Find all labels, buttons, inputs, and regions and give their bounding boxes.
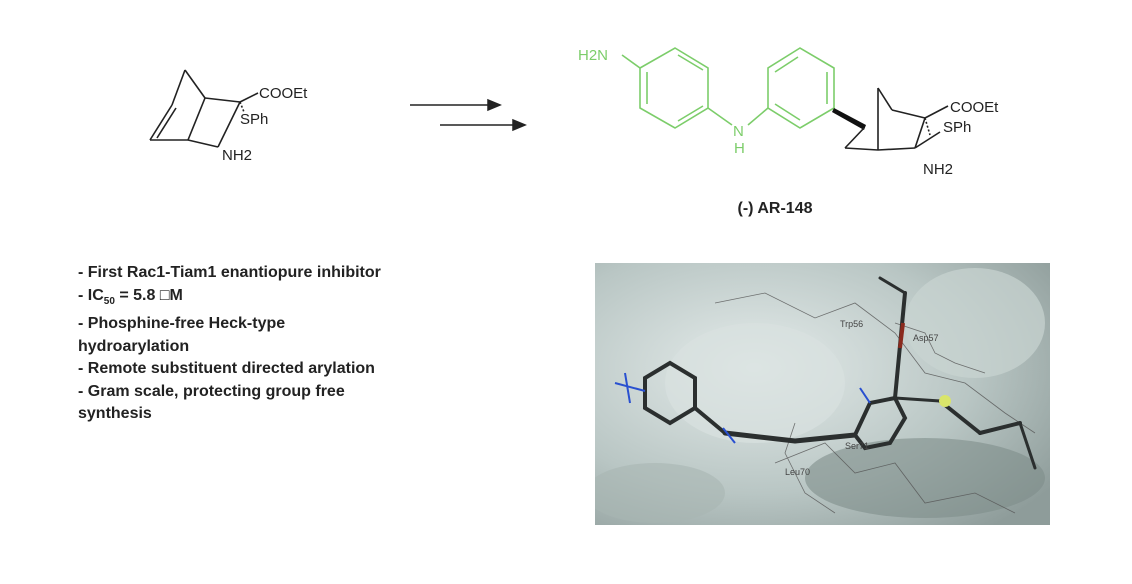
docking-image: Trp56 Asp57 Ser71 Leu70 [595,263,1050,525]
bullet-3b: hydroarylation [78,337,190,355]
bullet-2: - IC50 = 5.8 □M [78,285,498,314]
product-nh2-label: NH2 [923,161,953,178]
residue-label-2: Asp57 [913,333,939,343]
compound-name: (-) AR-148 [737,200,813,217]
sm-sph-label: SPh [240,111,268,128]
residue-label-3: Ser71 [845,441,869,451]
product-cooet-label: COOEt [950,99,999,116]
amine-label: H2N [578,47,608,64]
ic-value: = 5.8 □M [114,286,183,304]
aniline-fragment [621,47,835,129]
starting-material-structure: COOEt SPh NH2 [149,69,527,164]
nh-n-label: N [733,123,744,140]
nh-h-label: H [734,140,745,157]
bullet-5b: synthesis [78,405,152,423]
product-structure: H2N N H COOEt SPh NH2 [578,47,999,178]
bullet-3a: - Phosphine-free Heck-type [78,315,286,333]
sm-nh2-label: NH2 [222,147,252,164]
ic-subscript: 50 [103,295,115,307]
bullet-1: - First Rac1-Tiam1 enantiopure inhibitor [78,264,381,281]
bullet-4: - Remote substituent directed arylation [78,360,375,378]
sm-coooet-label: COOEt [259,85,308,102]
bullet-5a: - Gram scale, protecting group free [78,382,345,400]
feature-list: - First Rac1-Tiam1 enantiopure inhibitor… [78,262,498,426]
product-sph-label: SPh [943,119,971,136]
residue-label-1: Trp56 [840,319,863,329]
ic-label: - IC [78,286,104,304]
reaction-arrows [410,98,527,132]
residue-label-4: Leu70 [785,467,810,477]
